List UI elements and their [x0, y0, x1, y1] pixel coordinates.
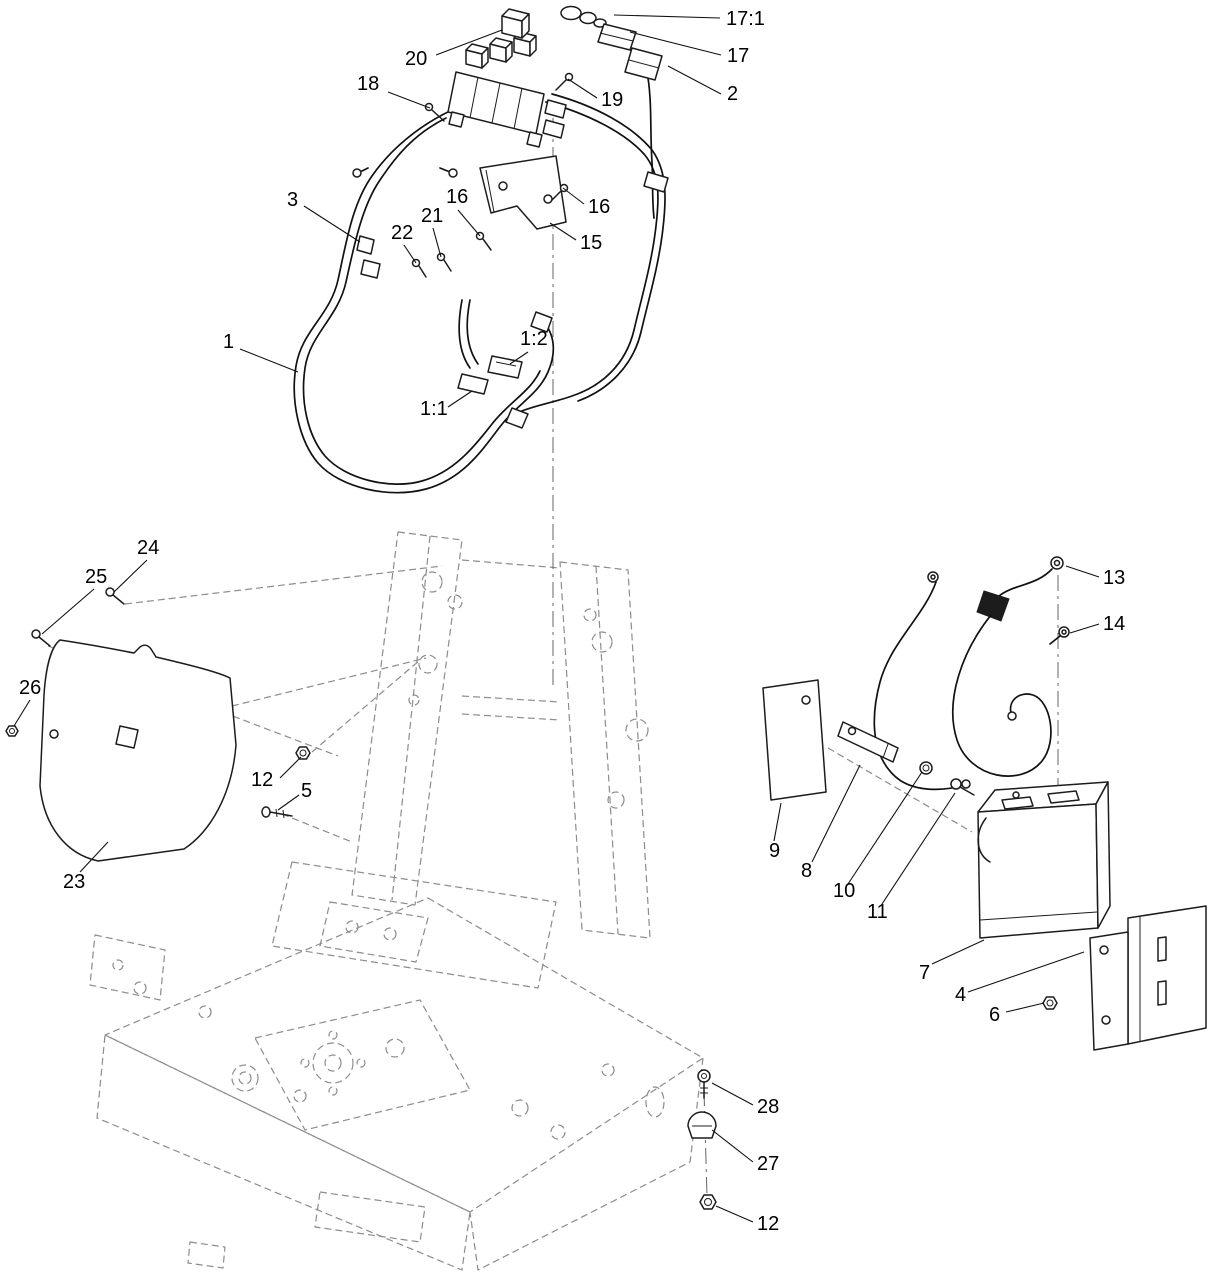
callout-leader-17:1	[613, 14, 721, 19]
clamp-8	[837, 721, 899, 763]
alignment-centerlines	[552, 118, 1059, 1197]
callout-14: 14	[1103, 613, 1125, 635]
callout-16: 16	[588, 196, 610, 218]
callout-leader-25	[41, 588, 95, 635]
callout-28: 28	[757, 1096, 779, 1118]
screw-21	[436, 252, 452, 272]
nut-12-mid	[295, 746, 311, 760]
key-switch	[560, 5, 663, 81]
callout-leader-8	[811, 764, 861, 863]
callout-4: 4	[955, 984, 966, 1006]
callout-leader-22	[403, 244, 417, 264]
callout-leader-16	[457, 209, 481, 237]
bottom-fasteners	[687, 1069, 717, 1210]
callout-leader-13	[1065, 565, 1100, 578]
callout-leader-9	[773, 802, 782, 842]
bolt-28	[697, 1069, 711, 1099]
callout-1:1: 1:1	[420, 398, 448, 420]
callout-26: 26	[19, 677, 41, 699]
callout-leader-18	[387, 91, 431, 109]
callout-9: 9	[769, 840, 780, 862]
callout-5: 5	[301, 780, 312, 802]
callout-leader-11	[881, 792, 956, 905]
callout-11: 11	[867, 901, 888, 923]
callout-leader-27	[711, 1129, 754, 1163]
callout-25: 25	[85, 566, 107, 588]
callout-17:1: 17:1	[726, 8, 765, 30]
callout-leader-21	[432, 227, 442, 258]
screw-18	[424, 102, 445, 122]
battery	[977, 781, 1111, 939]
callout-1: 1	[223, 331, 234, 353]
nut-6	[1042, 996, 1058, 1010]
chassis-frame	[47, 531, 973, 1271]
callout-3: 3	[287, 189, 298, 211]
screw-5	[261, 806, 293, 819]
callout-leader-16	[562, 187, 585, 205]
nut-12-bottom	[699, 1194, 717, 1210]
callout-18: 18	[357, 73, 379, 95]
callout-leader-12	[715, 1205, 754, 1223]
callout-leader-1	[239, 348, 299, 373]
callout-leader-19	[567, 78, 598, 99]
battery-mount-hardware	[762, 679, 975, 801]
screw-25	[31, 629, 51, 647]
callout-23: 23	[63, 871, 85, 893]
callout-15: 15	[580, 232, 602, 254]
callout-21: 21	[421, 205, 443, 227]
fuse-relay-block	[447, 8, 567, 148]
callout-leader-2	[667, 65, 722, 95]
callout-leader-26	[13, 699, 31, 727]
callout-12: 12	[757, 1213, 779, 1235]
callout-8: 8	[801, 860, 812, 882]
screw-22	[411, 258, 427, 278]
bolt-11	[950, 778, 975, 796]
callout-leader-4	[967, 951, 1085, 993]
callout-16: 16	[446, 186, 468, 208]
washer-10	[919, 761, 933, 775]
callout-13: 13	[1103, 567, 1125, 589]
callout-10: 10	[833, 880, 855, 902]
callout-leader-17	[629, 31, 722, 56]
callout-leader-3	[303, 205, 361, 243]
callout-19: 19	[601, 89, 623, 111]
callout-7: 7	[919, 962, 930, 984]
callout-27: 27	[757, 1153, 779, 1175]
nut-26	[5, 725, 19, 737]
callout-leader-5	[277, 794, 300, 811]
wire-harness	[293, 77, 669, 494]
callout-leader-24	[113, 559, 148, 593]
screw-24	[105, 587, 125, 605]
callout-1:2: 1:2	[520, 328, 548, 350]
callout-leader-10	[847, 771, 923, 885]
callout-leader-20	[435, 29, 503, 56]
screw-19	[555, 72, 574, 91]
callout-2: 2	[727, 83, 738, 105]
callout-20: 20	[405, 48, 427, 70]
callout-leader-23	[79, 841, 109, 873]
callout-17: 17	[727, 45, 749, 67]
callout-leader-1:2	[509, 351, 529, 365]
callout-12: 12	[251, 769, 273, 791]
callout-leader-7	[931, 939, 985, 965]
cover-panel	[39, 639, 237, 862]
callout-leader-12	[279, 756, 302, 779]
battery-tray	[1089, 905, 1207, 1051]
callout-leader-28	[711, 1082, 754, 1106]
callout-leader-15	[549, 222, 577, 241]
cap-27	[687, 1111, 717, 1139]
callout-6: 6	[989, 1004, 1000, 1026]
callout-24: 24	[137, 537, 159, 559]
mounting-bracket	[479, 155, 567, 230]
callout-22: 22	[391, 222, 413, 244]
callout-leader-14	[1069, 623, 1100, 634]
callout-leader-1:1	[447, 390, 473, 408]
callout-leader-6	[1005, 1002, 1045, 1013]
panel-fasteners	[5, 587, 311, 819]
battery-cables	[873, 556, 1070, 791]
relay-20	[501, 8, 530, 39]
mount-panel-9	[762, 679, 827, 801]
